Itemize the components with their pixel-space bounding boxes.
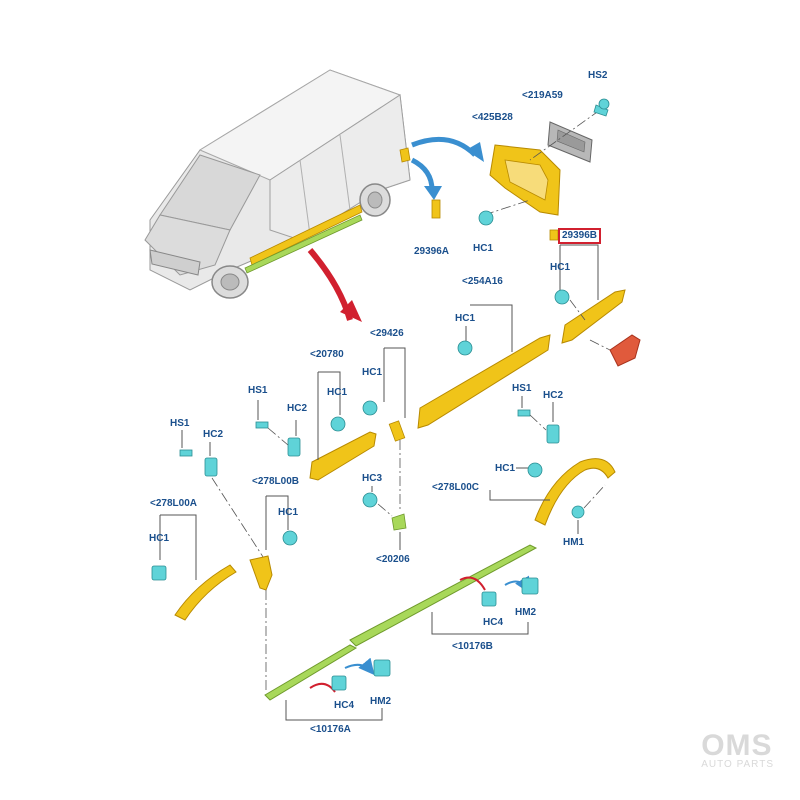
watermark-title: OMS bbox=[701, 729, 773, 762]
clip-hc3 bbox=[362, 492, 378, 508]
part-20206 bbox=[391, 513, 407, 531]
watermark-logo: OMS AUTO PARTS bbox=[701, 729, 774, 770]
label-hs1-right: HS1 bbox=[512, 383, 532, 394]
molding-29396B bbox=[561, 289, 626, 344]
label-425B28: <425B28 bbox=[472, 112, 513, 123]
label-hc3: HC3 bbox=[362, 473, 383, 484]
blue-arrow-mirror bbox=[411, 136, 477, 157]
label-278L00A: <278L00A bbox=[150, 498, 197, 509]
clip-hc1-278b bbox=[282, 530, 298, 546]
label-10176B: <10176B bbox=[452, 641, 493, 652]
screw-hs2 bbox=[593, 98, 610, 117]
label-278L00B: <278L00B bbox=[252, 476, 299, 487]
lamp-red bbox=[609, 334, 641, 367]
clip-hc2-far bbox=[204, 457, 218, 477]
screw-hs1-far bbox=[179, 449, 193, 457]
label-hm2-right: HM2 bbox=[515, 607, 537, 618]
label-20206: <20206 bbox=[376, 554, 410, 565]
part-29396A bbox=[431, 199, 441, 219]
clip-hc4-left bbox=[331, 675, 347, 691]
clip-hc2-20780 bbox=[287, 437, 301, 457]
clip-hc1-278c bbox=[527, 462, 543, 478]
van-illustration bbox=[144, 69, 411, 299]
label-hc4-right: HC4 bbox=[483, 617, 504, 628]
label-hc1-254: HC1 bbox=[455, 313, 476, 324]
wheel-arch-278L00C bbox=[534, 458, 616, 526]
clip-hc1-mirror bbox=[478, 210, 494, 226]
blue-arrowhead-small bbox=[424, 186, 442, 200]
label-hc1-29426: HC1 bbox=[362, 367, 383, 378]
clip-hc2-right bbox=[546, 424, 560, 444]
label-hc1-278a: HC1 bbox=[149, 533, 170, 544]
red-arrowhead bbox=[340, 300, 362, 322]
label-hs1-far: HS1 bbox=[170, 418, 190, 429]
molding-20780 bbox=[309, 431, 377, 481]
clip-hc1-254 bbox=[457, 340, 473, 356]
watermark-subtitle: AUTO PARTS bbox=[701, 759, 774, 770]
wheel-arch-278L00A bbox=[174, 564, 237, 621]
blue-arrow-small bbox=[410, 157, 435, 191]
label-10176A: <10176A bbox=[310, 724, 351, 735]
clip-hc1-278a bbox=[151, 565, 167, 581]
label-hs1-left: HS1 bbox=[248, 385, 268, 396]
blue-arrowhead-mirror bbox=[466, 142, 484, 162]
label-hm2-left: HM2 bbox=[370, 696, 392, 707]
screw-hs1-right bbox=[517, 409, 531, 417]
molding-254A16 bbox=[417, 334, 551, 429]
label-hc1-20780: HC1 bbox=[327, 387, 348, 398]
clip-hm2-right bbox=[521, 577, 539, 595]
label-20780: <20780 bbox=[310, 349, 344, 360]
sill-10176A bbox=[264, 644, 358, 701]
label-hc1-278c: HC1 bbox=[495, 463, 516, 474]
part-29426 bbox=[388, 420, 406, 442]
label-254A16: <254A16 bbox=[462, 276, 503, 287]
clip-hc4-right bbox=[481, 591, 497, 607]
label-hc2-far: HC2 bbox=[203, 429, 224, 440]
label-hc1-29396b: HC1 bbox=[550, 262, 571, 273]
label-hm1: HM1 bbox=[563, 537, 585, 548]
highlight-marker bbox=[549, 229, 559, 241]
label-hc1-mirror: HC1 bbox=[473, 243, 494, 254]
label-hs2: HS2 bbox=[588, 70, 608, 81]
label-hc4-left: HC4 bbox=[334, 700, 355, 711]
label-hc2-right: HC2 bbox=[543, 390, 564, 401]
label-hc1-278b: HC1 bbox=[278, 507, 299, 518]
clip-hc1-20780 bbox=[330, 416, 346, 432]
wheel-arch-278L00B bbox=[249, 555, 273, 591]
label-29426: <29426 bbox=[370, 328, 404, 339]
label-29396A: 29396A bbox=[414, 246, 450, 257]
screw-hs1-left bbox=[255, 421, 269, 429]
clip-hm1 bbox=[571, 505, 585, 519]
clip-hc1-29396b bbox=[554, 289, 570, 305]
label-278L00C: <278L00C bbox=[432, 482, 479, 493]
clip-hc1-29426 bbox=[362, 400, 378, 416]
label-219A59: <219A59 bbox=[522, 90, 563, 101]
mirror-bracket-425B28 bbox=[489, 144, 561, 216]
label-hc2-20780: HC2 bbox=[287, 403, 308, 414]
clip-hm2-left bbox=[373, 659, 391, 677]
label-29396B: 29396B bbox=[558, 228, 602, 244]
